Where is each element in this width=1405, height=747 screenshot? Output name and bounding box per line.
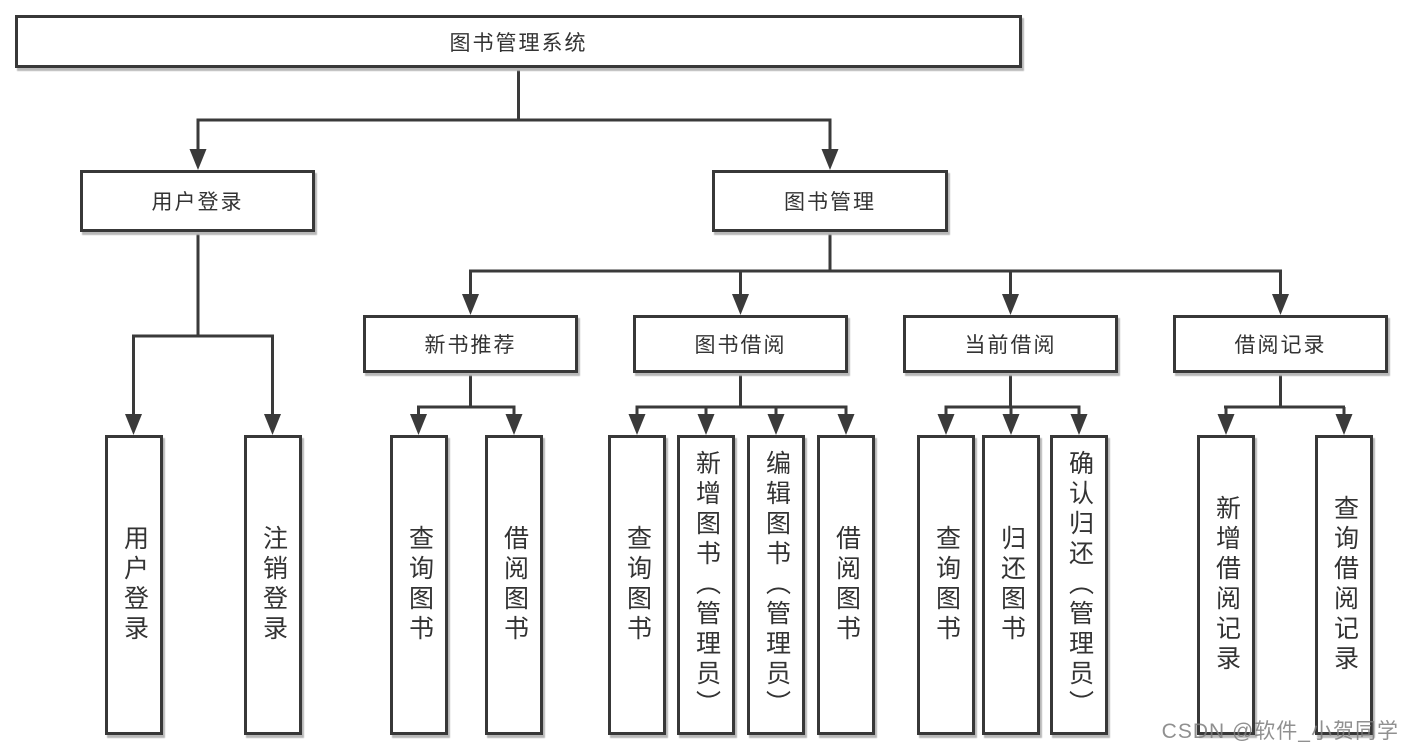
node-user-login: 用户登录 — [80, 170, 315, 232]
leaf-confirm-return-admin: 确认归还（管理员） — [1050, 435, 1108, 735]
leaf-newbook-borrow-books: 借阅图书 — [485, 435, 543, 735]
leaf-edit-books-admin: 编辑图书（管理员） — [747, 435, 805, 735]
leaf-add-borrow-record-label: 新增借阅记录 — [1212, 495, 1241, 675]
leaf-newbook-query-books-label: 查询图书 — [405, 525, 434, 645]
leaf-current-query-books-label: 查询图书 — [932, 525, 961, 645]
watermark: CSDN @软件_小贺同学 — [1161, 720, 1399, 743]
node-user-login-label: 用户登录 — [151, 191, 244, 214]
node-library-system: 图书管理系统 — [15, 15, 1022, 68]
leaf-borrow-books-label: 借阅图书 — [832, 525, 861, 645]
leaf-confirm-return-admin-label: 确认归还（管理员） — [1065, 450, 1094, 720]
node-book-borrowing-label: 图书借阅 — [694, 334, 787, 357]
leaf-borrow-books: 借阅图书 — [817, 435, 875, 735]
leaf-return-books: 归还图书 — [982, 435, 1040, 735]
arrowheads — [125, 149, 1353, 435]
leaf-add-books-admin-label: 新增图书（管理员） — [692, 450, 721, 720]
node-new-book-recommend: 新书推荐 — [363, 315, 578, 373]
leaf-query-borrow-record-label: 查询借阅记录 — [1330, 495, 1359, 675]
leaf-logout-label: 注销登录 — [259, 525, 288, 645]
leaf-edit-books-admin-label: 编辑图书（管理员） — [762, 450, 791, 720]
node-borrowing-records-label: 借阅记录 — [1234, 334, 1327, 357]
leaf-add-borrow-record: 新增借阅记录 — [1197, 435, 1255, 735]
leaf-newbook-query-books: 查询图书 — [390, 435, 448, 735]
node-new-book-recommend-label: 新书推荐 — [424, 334, 517, 357]
node-library-system-label: 图书管理系统 — [449, 31, 588, 55]
leaf-user-login: 用户登录 — [105, 435, 163, 735]
leaf-current-query-books: 查询图书 — [917, 435, 975, 735]
node-borrowing-records: 借阅记录 — [1173, 315, 1388, 373]
node-book-management-label: 图书管理 — [784, 191, 876, 214]
leaf-return-books-label: 归还图书 — [997, 525, 1026, 645]
node-current-borrowing-label: 当前借阅 — [964, 334, 1057, 357]
leaf-logout: 注销登录 — [244, 435, 302, 735]
leaf-query-borrow-record: 查询借阅记录 — [1315, 435, 1373, 735]
leaf-borrow-query-books: 查询图书 — [608, 435, 666, 735]
leaf-add-books-admin: 新增图书（管理员） — [677, 435, 735, 735]
leaf-newbook-borrow-books-label: 借阅图书 — [500, 525, 529, 645]
leaf-borrow-query-books-label: 查询图书 — [623, 525, 652, 645]
node-book-management: 图书管理 — [712, 170, 948, 232]
node-current-borrowing: 当前借阅 — [903, 315, 1118, 373]
node-book-borrowing: 图书借阅 — [633, 315, 848, 373]
leaf-user-login-label: 用户登录 — [120, 525, 149, 645]
